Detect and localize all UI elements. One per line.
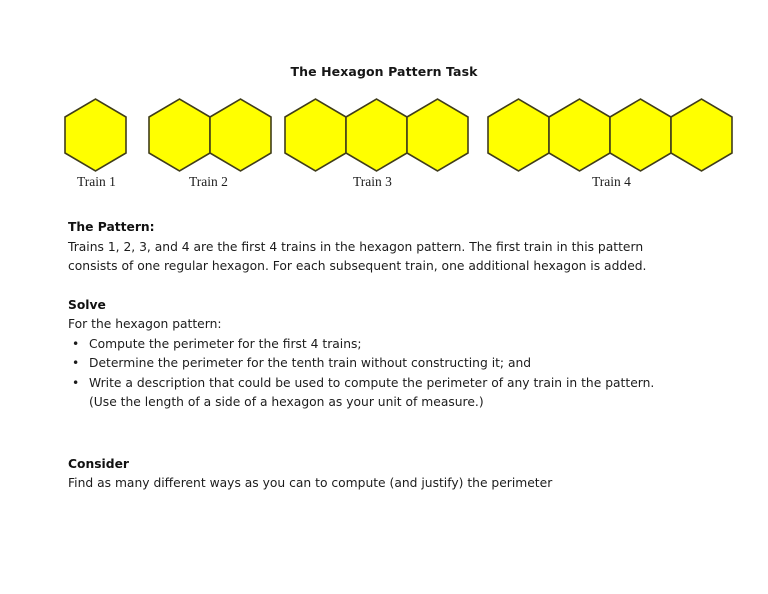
- bullet-glyph: •: [72, 356, 80, 370]
- train-group-1: Train 1: [64, 96, 134, 189]
- hexagon-shape: [64, 98, 127, 172]
- pattern-line-1: Trains 1, 2, 3, and 4 are the first 4 tr…: [68, 239, 644, 254]
- list-item-label: Write a description that could be used t…: [89, 375, 655, 390]
- hexagon-shape: [209, 98, 272, 172]
- section-spacer: [68, 413, 728, 455]
- task-body: The Pattern: Trains 1, 2, 3, and 4 are t…: [68, 218, 728, 494]
- hexagon-shape-group-2: [148, 98, 272, 172]
- hexagon-shape: [487, 98, 550, 172]
- train-group-2: Train 2: [148, 96, 273, 189]
- hexagon-shape-group-4: [487, 98, 733, 172]
- hexagon-shape: [148, 98, 211, 172]
- train-group-4: Train 4: [487, 96, 737, 189]
- pattern-line-2: consists of one regular hexagon. For eac…: [68, 259, 647, 273]
- train-label-4: Train 4: [592, 174, 631, 189]
- hexagon-shape: [609, 98, 672, 172]
- bullet-glyph: •: [72, 336, 80, 351]
- section-spacer: [68, 277, 728, 296]
- hexagon-shape: [548, 98, 611, 172]
- hexagon-shape-group-3: [284, 98, 469, 172]
- list-item: • Write a description that could be used…: [68, 374, 728, 413]
- hexagon-shape: [670, 98, 733, 172]
- list-item-label: Determine the perimeter for the tenth tr…: [89, 356, 532, 370]
- hexagon-shape: [406, 98, 469, 172]
- solve-intro: For the hexagon pattern:: [68, 317, 222, 331]
- consider-heading: Consider: [68, 456, 129, 471]
- train-label-3: Train 3: [353, 174, 392, 189]
- bullet-glyph: •: [72, 375, 80, 390]
- hexagon-trains-figure: Train 1 Train 2 Train 3: [0, 96, 768, 196]
- solve-task-list: • Compute the perimeter for the first 4 …: [68, 335, 728, 413]
- list-item-label: Compute the perimeter for the first 4 tr…: [89, 336, 362, 351]
- consider-line-1: Find as many different ways as you can t…: [68, 476, 553, 490]
- list-item: • Determine the perimeter for the tenth …: [68, 354, 728, 374]
- pattern-heading: The Pattern:: [68, 220, 155, 234]
- solve-heading: Solve: [68, 297, 106, 312]
- list-item: • Compute the perimeter for the first 4 …: [68, 335, 728, 355]
- hexagon-shape: [345, 98, 408, 172]
- list-item-continuation: (Use the length of a side of a hexagon a…: [89, 395, 484, 409]
- hexagon-shape-group-1: [64, 98, 127, 172]
- train-label-1: Train 1: [77, 174, 116, 189]
- hexagon-shape: [284, 98, 347, 172]
- train-group-3: Train 3: [284, 96, 471, 189]
- page-title: The Hexagon Pattern Task: [290, 64, 478, 79]
- train-label-2: Train 2: [189, 174, 228, 189]
